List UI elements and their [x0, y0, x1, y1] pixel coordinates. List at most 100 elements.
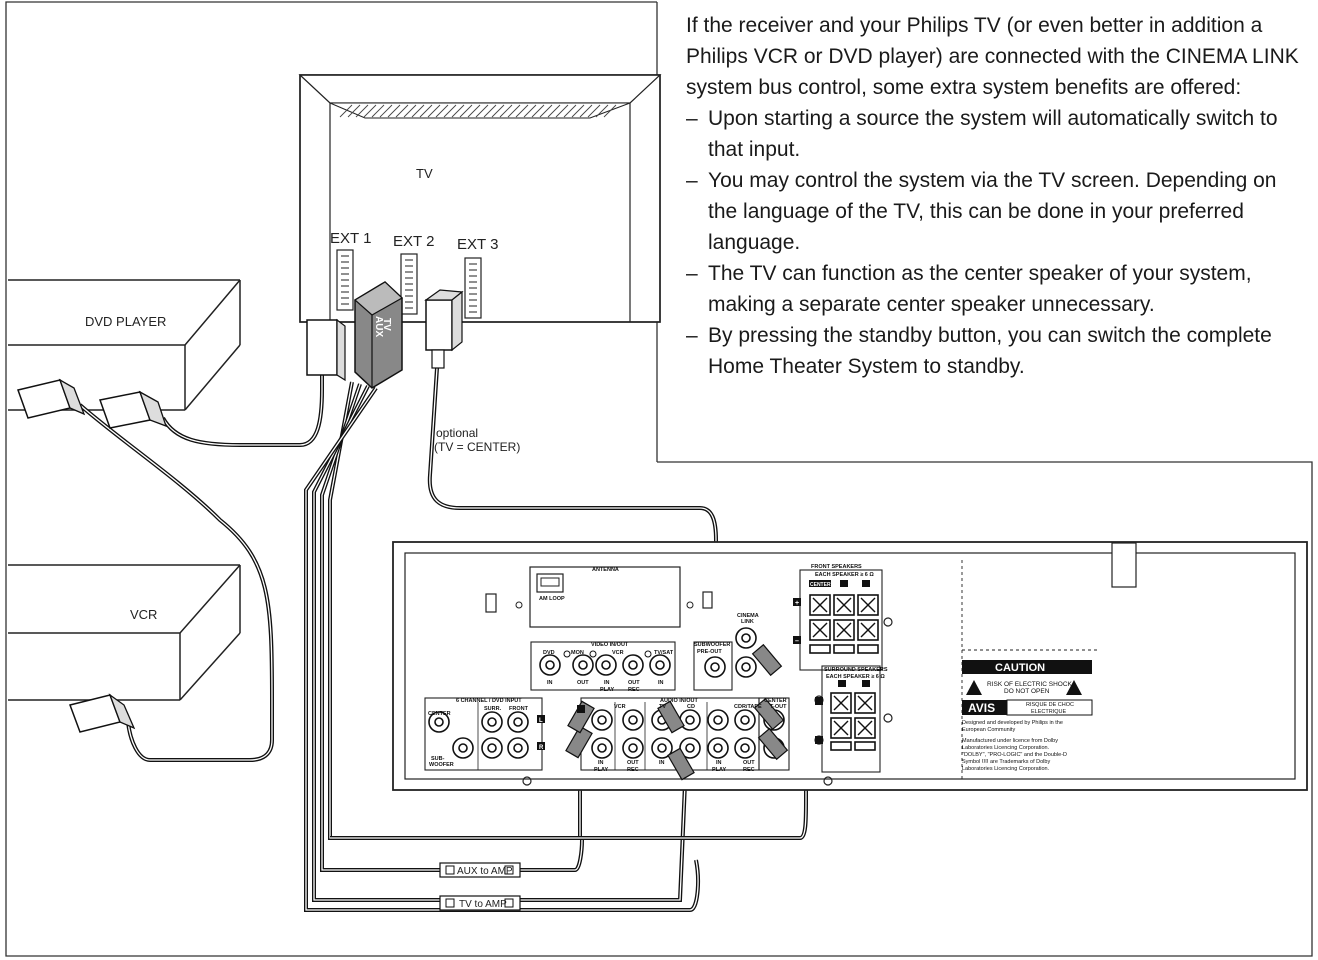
am-loop-label: AM LOOP	[539, 596, 565, 602]
audio-in-label: IN	[598, 760, 604, 766]
minus-label: –	[795, 638, 799, 645]
audio-out-label: OUT	[627, 760, 639, 766]
caution-title: CAUTION	[995, 662, 1045, 674]
surround-speaker-terminals	[537, 665, 881, 773]
dvd-player-label: DVD PLAYER	[85, 314, 166, 329]
audio-center-label: CENTER	[764, 698, 787, 704]
scart-socket-ext2	[400, 253, 418, 315]
front-speakers-label: FRONT SPEAKERS	[811, 564, 862, 570]
licence-line-2: Laboratories Licencing Corporation.	[962, 745, 1050, 751]
six-center-label: CENTER	[428, 711, 451, 717]
scart-socket-ext3	[464, 257, 482, 319]
tv-ext3-label: EXT 3	[457, 236, 498, 253]
audio-in2-label: IN	[659, 760, 665, 766]
scart-plug-ext2	[353, 281, 404, 389]
audio-tout-label: T-OUT	[770, 704, 787, 710]
video-rec-label: REC	[628, 687, 640, 693]
plus-label: +	[795, 600, 799, 607]
subwoofer-label: SUBWOOFER	[694, 642, 730, 648]
six-front-label: FRONT	[509, 706, 529, 712]
dvd-player	[8, 279, 241, 411]
center-badge-label: CENTER	[810, 582, 831, 588]
scart-plug-dvd-1	[17, 378, 86, 419]
benefit-item: You may control the system via the TV sc…	[686, 165, 1311, 258]
video-in-out-label: VIDEO IN/OUT	[591, 642, 629, 648]
video-in-label: IN	[547, 680, 553, 686]
licence-line-1: Manufactured under licence from Dolby	[962, 738, 1058, 744]
optional-note-line1: optional	[436, 426, 478, 440]
pre-out-label: PRE-OUT	[697, 649, 722, 655]
video-in2-label: IN	[604, 680, 610, 686]
video-out-label: OUT	[577, 680, 589, 686]
optional-note-line2: (TV = CENTER)	[434, 440, 520, 454]
benefits-text-block: If the receiver and your Philips TV (or …	[686, 10, 1311, 382]
tv-ext1-label: EXT 1	[330, 230, 371, 247]
tv-to-amp-tag	[439, 895, 521, 911]
intro-paragraph: If the receiver and your Philips TV (or …	[686, 14, 1299, 99]
tv-ext2-label: EXT 2	[393, 233, 434, 250]
benefits-list: Upon starting a source the system will a…	[686, 103, 1311, 382]
benefit-item: Upon starting a source the system will a…	[686, 103, 1311, 165]
ext2-plug-tv-label: TV	[381, 318, 392, 331]
tv-set	[298, 74, 662, 323]
video-dvd-label: DVD	[543, 650, 555, 656]
benefit-item: By pressing the standby button, you can …	[686, 320, 1311, 382]
audio-play2-label: PLAY	[712, 767, 726, 773]
video-tvsat-label: TV/SAT	[654, 650, 674, 656]
video-in3-label: IN	[658, 680, 664, 686]
scart-plug-dvd-2	[99, 390, 168, 429]
antenna-label: ANTENNA	[592, 567, 619, 573]
diagram-frame	[5, 1, 1313, 957]
six-surr-label: SURR.	[484, 706, 502, 712]
vcr-label: VCR	[130, 607, 157, 622]
cinema-link-label-2: LINK	[741, 619, 754, 625]
designed-line-2: European Community	[962, 727, 1015, 733]
scart-socket-ext1	[336, 249, 354, 311]
tv-label: TV	[416, 166, 433, 181]
audio-play-label: PLAY	[594, 767, 608, 773]
l-badge-label: L	[539, 718, 543, 724]
receiver-labels: ANTENNA AM LOOP VIDEO IN/OUT DVD MON VCR…	[428, 564, 888, 773]
designed-line-1: Designed and developed by Philips in the	[962, 720, 1063, 726]
caution-texts: CAUTION RISK OF ELECTRIC SHOCK DO NOT OP…	[962, 662, 1074, 772]
risque-line-2: ELECTRIQUE	[1031, 709, 1066, 715]
ext2-plug-aux-label: AUX	[373, 316, 384, 337]
licence-line-4: Symbol ⌷⌷ are Trademarks of Dolby	[962, 759, 1050, 765]
subwoofer-in-label-2: WOOFER	[429, 762, 454, 768]
avis-title: AVIS	[968, 701, 995, 715]
licence-line-5: Laboratories Licencing Corporation.	[962, 766, 1050, 772]
aux-to-amp-label: AUX to AMP	[457, 866, 513, 877]
audio-cd-label: CD	[687, 704, 695, 710]
vcr	[8, 564, 241, 701]
video-mon-label: MON	[571, 650, 584, 656]
front-speaker-terminals	[793, 569, 883, 671]
audio-cdr-label: CDR/TAPE	[734, 704, 762, 710]
scart-plug-ext3	[424, 289, 464, 369]
scart-plug-ext1	[306, 318, 346, 382]
each-speaker2-label: EACH SPEAKER ≥ 6 Ω	[826, 674, 885, 680]
benefit-item: The TV can function as the center speake…	[686, 258, 1311, 320]
risque-line-1: RISQUE DE CHOC	[1026, 702, 1074, 708]
audio-in3-label: IN	[716, 760, 722, 766]
six-channel-label: 6 CHANNEL / DVD INPUT	[456, 698, 522, 704]
audio-rec2-label: REC	[743, 767, 755, 773]
audio-vcr-label: VCR	[614, 704, 626, 710]
rca-plugs	[565, 643, 789, 781]
audio-in-out-label: AUDIO IN/OUT	[660, 698, 699, 704]
caution-label	[962, 660, 1093, 716]
audio-rec-label: REC	[627, 767, 639, 773]
small-screws	[563, 650, 652, 658]
cinema-link-label-1: CINEMA	[737, 613, 759, 619]
risk-line-2: DO NOT OPEN	[1004, 688, 1050, 695]
audio-tv-label: TV	[659, 704, 666, 710]
risk-line-1: RISK OF ELECTRIC SHOCK	[987, 681, 1073, 688]
audio-out2-label: OUT	[743, 760, 755, 766]
aux-to-amp-tag	[439, 862, 521, 878]
tv-to-amp-label: TV to AMP	[459, 899, 507, 910]
licence-line-3: "DOLBY", "PRO-LOGIC" and the Double-D	[962, 752, 1067, 758]
surround-speakers-label: SURROUND SPEAKERS	[824, 667, 888, 673]
video-vcr-label: VCR	[612, 650, 624, 656]
r-badge-label: R	[539, 745, 544, 751]
video-play-label: PLAY	[600, 687, 614, 693]
